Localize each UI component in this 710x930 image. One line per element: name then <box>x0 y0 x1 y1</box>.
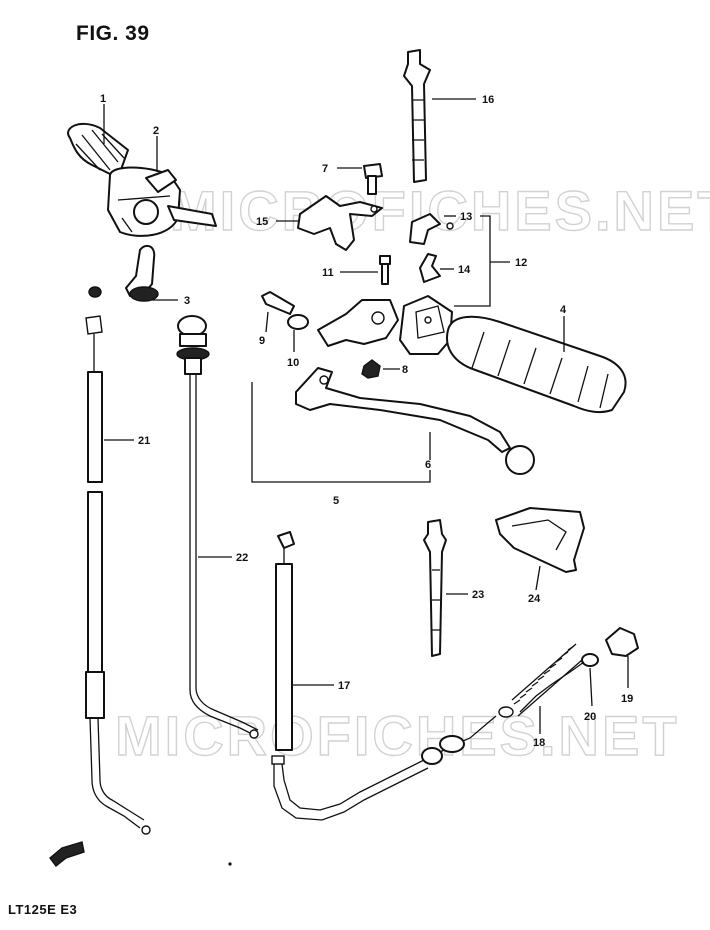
cable-22-part <box>176 315 259 739</box>
tube-17-part <box>275 531 295 751</box>
figure-title: FIG. 39 <box>76 22 150 45</box>
nut-8-part <box>361 359 381 379</box>
screw-11-part <box>379 255 391 285</box>
callout-19: 19 <box>621 693 633 705</box>
figure-footer: LT125E E3 <box>8 902 78 917</box>
part-19 <box>605 627 639 657</box>
left-grip-part <box>67 122 129 179</box>
callout-1: 1 <box>100 93 106 105</box>
callout-21: 21 <box>138 435 150 447</box>
callout-13: 13 <box>460 211 472 223</box>
callout-5: 5 <box>333 495 339 507</box>
leader-lines <box>103 98 629 734</box>
callout-11: 11 <box>322 267 334 279</box>
callout-22: 22 <box>236 552 248 564</box>
lever-holder-part <box>317 299 399 347</box>
callout-18: 18 <box>533 737 545 749</box>
part-10 <box>287 314 309 330</box>
bolt-7-part <box>363 163 383 195</box>
callout-24: 24 <box>528 593 541 605</box>
callout-17: 17 <box>338 680 350 692</box>
cable-18-part <box>271 643 585 821</box>
part-20 <box>581 653 599 667</box>
callout-9: 9 <box>259 335 265 347</box>
callout-4: 4 <box>560 304 567 316</box>
callout-14: 14 <box>458 264 471 276</box>
watermark-bottom: MICROFICHES.NET <box>115 704 680 767</box>
strap-23-part <box>423 519 447 657</box>
callout-8: 8 <box>402 364 408 376</box>
callout-labels: 1 2 3 4 5 6 7 8 9 10 11 12 13 14 15 16 1… <box>100 93 633 749</box>
callout-20: 20 <box>584 711 596 723</box>
choke-lever-part <box>125 244 159 302</box>
callout-3: 3 <box>184 295 190 307</box>
part-9 <box>261 291 295 315</box>
cable-21-part <box>85 286 151 835</box>
callout-7: 7 <box>322 163 328 175</box>
callout-12: 12 <box>515 257 527 269</box>
callout-16: 16 <box>482 94 494 106</box>
callout-6: 6 <box>425 459 431 471</box>
right-grip-part <box>446 315 627 414</box>
callout-23: 23 <box>472 589 484 601</box>
watermark-top: MICROFICHES.NET <box>170 179 710 242</box>
lever-6-part <box>295 367 535 475</box>
callout-10: 10 <box>287 357 299 369</box>
bracket-15-part <box>297 195 383 251</box>
part-13 <box>409 213 454 245</box>
switch-housing-part <box>107 166 217 237</box>
strap-16-part <box>403 49 431 183</box>
switch-box-12-part <box>399 295 453 355</box>
cover-24-part <box>495 507 585 573</box>
callout-2: 2 <box>153 125 159 137</box>
front-arrow-icon <box>49 841 85 867</box>
part-14 <box>419 253 441 283</box>
callout-15: 15 <box>256 216 268 228</box>
